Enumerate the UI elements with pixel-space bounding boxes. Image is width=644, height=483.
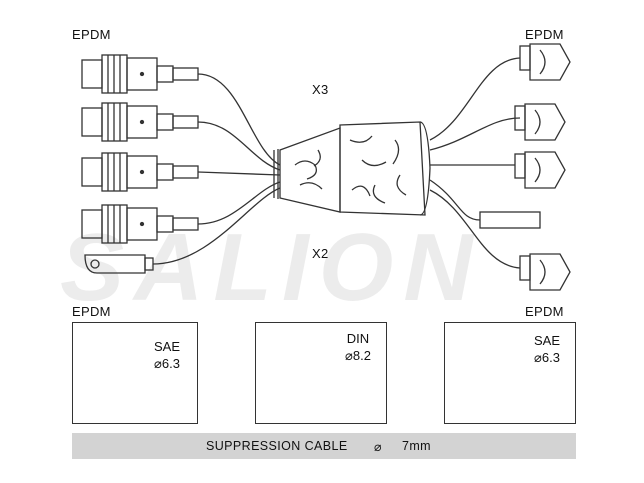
watermark-text: SALION xyxy=(60,214,483,321)
right-plug-2 xyxy=(514,103,566,141)
footer-size: 7mm xyxy=(402,439,431,453)
footer-title: SUPPRESSION CABLE xyxy=(206,439,348,453)
spec-standard: SAE xyxy=(533,333,560,348)
spec-din: DIN ⌀8.2 xyxy=(336,330,380,364)
right-plug-3 xyxy=(514,151,566,189)
spec-standard: DIN xyxy=(346,331,370,346)
left-plug-1 xyxy=(81,54,199,94)
label-count-bottom: X2 xyxy=(312,246,329,261)
footer-bar: SUPPRESSION CABLE ⌀ 7mm xyxy=(72,433,576,459)
spec-sae-1: SAE ⌀6.3 xyxy=(145,338,189,372)
left-coil-connector xyxy=(84,254,154,274)
label-bottom-left: EPDM xyxy=(72,304,111,319)
spec-box-sae-1 xyxy=(72,322,198,424)
spec-standard: SAE xyxy=(153,339,180,354)
diameter-symbol: ⌀ xyxy=(374,440,382,454)
spec-box-din xyxy=(255,322,387,424)
left-plug-3 xyxy=(81,152,199,192)
spec-diameter: ⌀6.3 xyxy=(534,350,560,365)
spec-sae-2: SAE ⌀6.3 xyxy=(525,332,569,366)
cable-sleeve xyxy=(273,121,431,216)
spec-diameter: ⌀8.2 xyxy=(345,348,371,363)
right-plug-1 xyxy=(519,43,571,81)
label-bottom-right: EPDM xyxy=(525,304,564,319)
spec-box-sae-2 xyxy=(444,322,576,424)
right-plug-5 xyxy=(519,253,571,291)
left-plug-2 xyxy=(81,102,199,142)
label-top-left: EPDM xyxy=(72,27,111,42)
label-count-top: X3 xyxy=(312,82,329,97)
watermark-logo: SALION xyxy=(60,214,483,321)
spec-diameter: ⌀6.3 xyxy=(154,356,180,371)
right-plug-4 xyxy=(479,211,541,229)
label-top-right: EPDM xyxy=(525,27,564,42)
left-plug-4 xyxy=(81,204,199,244)
